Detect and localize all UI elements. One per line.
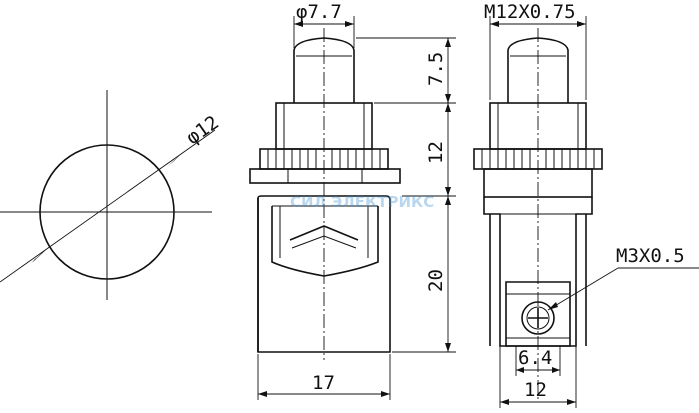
diameter-leader: [0, 129, 216, 283]
plunger-diameter-label: φ7.7: [296, 1, 342, 23]
main-thread-label: M12X0.75: [484, 1, 576, 23]
diameter-arrow-upper: [168, 152, 183, 166]
inner-bracket: [271, 206, 379, 277]
collar-height-label: 12: [425, 141, 447, 164]
flange-washer: [249, 168, 401, 184]
watermark: СИЛ ЭЛЕКТРИКС: [290, 193, 434, 211]
screw-leader: [547, 267, 619, 311]
front-view: φ7.7 7.5 12 20 17: [249, 1, 456, 400]
diameter-label: φ12: [182, 111, 223, 149]
front-width-label: 17: [312, 372, 335, 394]
diameter-arrow-lower: [33, 248, 48, 262]
screw-thread-label: M3X0.5: [616, 245, 685, 267]
terminal-screw: [521, 301, 555, 335]
terminal-spacing-label: 6.4: [518, 347, 552, 369]
terminal-block: [505, 281, 571, 347]
side-upper-housing: [483, 168, 593, 198]
top-view: φ12: [0, 90, 223, 300]
cap-height-label: 7.5: [425, 52, 447, 86]
body-height-label: 20: [425, 269, 447, 292]
plunger-cap: [293, 37, 355, 103]
side-view: M12X0.75 M3X0.5 6.4 12: [473, 1, 699, 408]
side-plunger-cap: [507, 37, 569, 103]
side-width-label: 12: [524, 379, 547, 401]
switch-housing: [257, 195, 391, 353]
